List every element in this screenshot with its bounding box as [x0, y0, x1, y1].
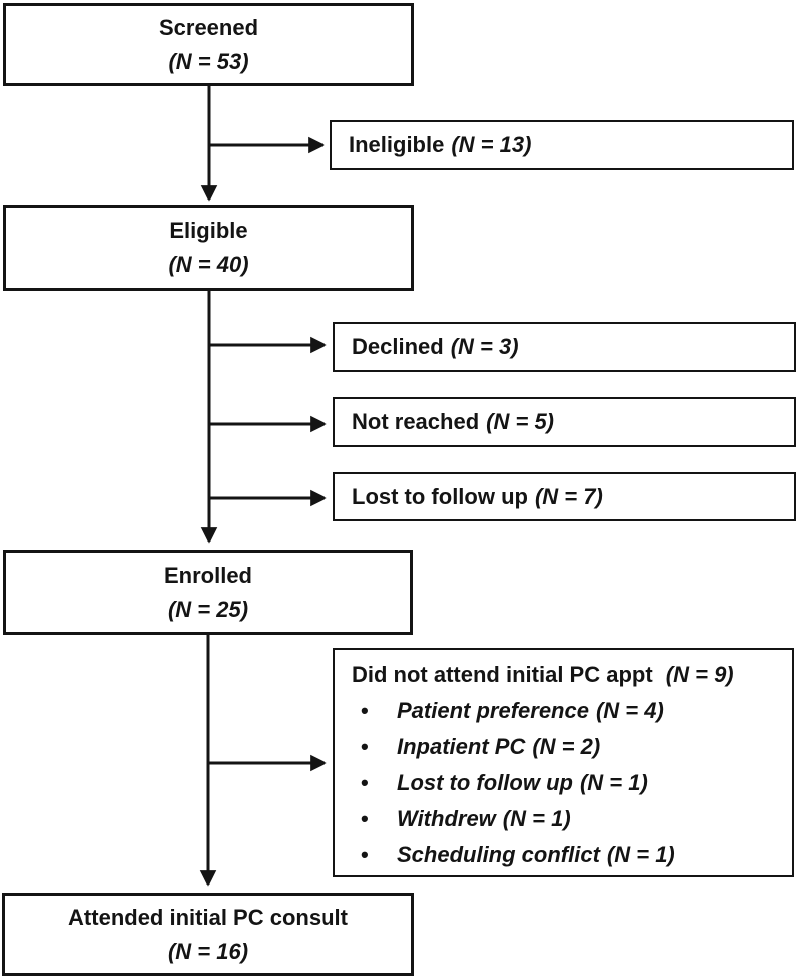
enrolled-label: Enrolled — [163, 562, 252, 588]
bullet-n-value: (N = 1) — [606, 842, 675, 867]
not-reached-n-value: (N = 5) — [486, 409, 555, 434]
dropout-bullet-patient-preference: • Patient preference (N = 4) — [352, 693, 784, 729]
attended-label: Attended initial PC consult — [68, 904, 348, 930]
declined-n-value: (N = 3) — [450, 334, 519, 359]
bullet-label: Patient preference — [397, 698, 589, 723]
bullet-n-value: (N = 1) — [502, 806, 571, 831]
ineligible-n-value: (N = 13) — [451, 132, 532, 157]
bullet-icon: • — [361, 734, 369, 759]
lost-to-follow-up-n-value: (N = 7) — [534, 483, 603, 509]
enrolled-n-value: (N = 25) — [167, 596, 249, 622]
lost-to-follow-up-label: Lost to follow up — [352, 483, 528, 509]
bullet-n-value: (N = 2) — [532, 734, 601, 759]
bullet-label: Scheduling conflict — [397, 842, 600, 867]
dropout-header-label: Did not attend initial PC appt — [352, 662, 653, 687]
eligible-label: Eligible — [169, 218, 248, 243]
eligible-n-value: (N = 40) — [168, 252, 249, 277]
screened-label: Screened — [158, 14, 259, 40]
declined-label: Declined — [352, 334, 444, 359]
bullet-label: Lost to follow up — [397, 770, 573, 795]
dropout-bullet-withdrew: • Withdrew (N = 1) — [352, 801, 784, 837]
not-reached-label: Not reached — [352, 409, 480, 434]
flow-box-declined: Declined (N = 3) — [333, 322, 796, 372]
bullet-icon: • — [361, 842, 369, 867]
attended-n-value: (N = 16) — [167, 938, 249, 964]
bullet-label: Withdrew — [397, 806, 496, 831]
dropout-bullet-scheduling-conflict: • Scheduling conflict (N = 1) — [352, 837, 784, 873]
flow-box-screened: Screened (N = 53) — [3, 3, 414, 86]
ineligible-label: Ineligible — [349, 132, 445, 157]
flow-box-attended-initial-pc-consult: Attended initial PC consult (N = 16) — [2, 893, 414, 976]
dropout-header: Did not attend initial PC appt (N = 9) — [352, 657, 784, 693]
flow-box-eligible: Eligible (N = 40) — [3, 205, 414, 291]
bullet-n-value: (N = 1) — [579, 770, 648, 795]
bullet-icon: • — [361, 806, 369, 831]
dropout-bullet-inpatient-pc: • Inpatient PC (N = 2) — [352, 729, 784, 765]
bullet-icon: • — [361, 698, 369, 723]
dropout-bullet-lost-to-follow-up: • Lost to follow up (N = 1) — [352, 765, 784, 801]
bullet-label: Inpatient PC — [397, 734, 526, 759]
bullet-n-value: (N = 4) — [595, 698, 664, 723]
screened-n-value: (N = 53) — [168, 48, 249, 74]
dropout-header-n-value: (N = 9) — [665, 662, 734, 687]
flow-box-not-reached: Not reached (N = 5) — [333, 397, 796, 447]
flow-box-enrolled: Enrolled (N = 25) — [3, 550, 413, 635]
bullet-icon: • — [361, 770, 369, 795]
flow-box-ineligible: Ineligible (N = 13) — [330, 120, 794, 170]
flow-box-lost-to-follow-up: Lost to follow up (N = 7) — [333, 472, 796, 521]
flow-box-did-not-attend: Did not attend initial PC appt (N = 9) •… — [333, 648, 794, 877]
